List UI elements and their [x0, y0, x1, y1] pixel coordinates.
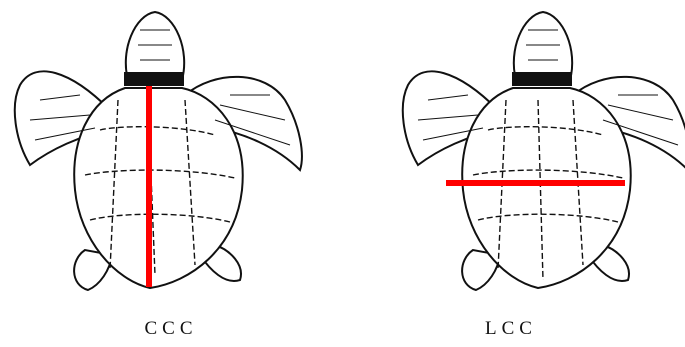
neck-band [512, 72, 572, 86]
ccc-caption: CCC [0, 318, 342, 340]
turtle-illustration-lcc [388, 0, 685, 320]
neck-band [124, 72, 184, 86]
lcc-caption: LCC [340, 318, 682, 340]
turtle-head [514, 12, 572, 80]
lcc-panel: LCC [388, 0, 685, 347]
ccc-panel: CCC [0, 0, 342, 347]
turtle-illustration-ccc [0, 0, 342, 320]
turtle-head [126, 12, 184, 80]
